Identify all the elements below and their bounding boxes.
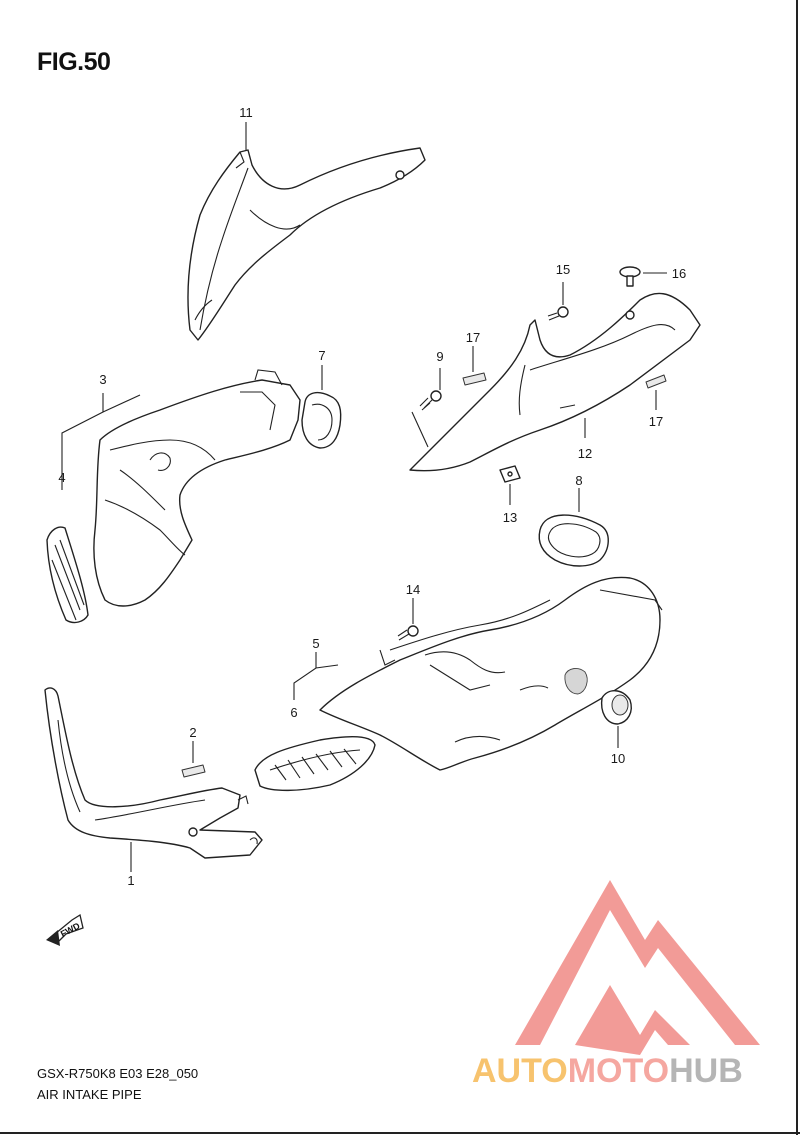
callout-10: 10 — [611, 751, 625, 766]
watermark-auto: AUTO — [472, 1052, 568, 1090]
part-15-screw[interactable] — [547, 306, 569, 321]
part-17-pad-upper[interactable] — [462, 372, 487, 386]
part-7-seal[interactable] — [301, 391, 342, 449]
part-13-nut-clip[interactable] — [499, 465, 521, 483]
watermark-text: AUTOMOTOHUB — [472, 1052, 743, 1091]
part-17-pad-lower[interactable] — [645, 374, 667, 389]
part-5-intake-duct[interactable] — [319, 576, 663, 771]
callout-17-lower: 17 — [649, 414, 663, 429]
callout-14: 14 — [406, 582, 420, 597]
part-3-intake-duct[interactable] — [93, 369, 301, 607]
fwd-arrow: FWD — [46, 913, 84, 946]
part-6-grille[interactable] — [254, 736, 376, 792]
leader-3-4 — [61, 393, 104, 490]
model-code: GSX-R750K8 E03 E28_050 — [37, 1066, 199, 1081]
part-4-duct-screen[interactable] — [46, 526, 89, 624]
part-10-grommet[interactable] — [600, 690, 632, 725]
part-1-bracket[interactable] — [44, 687, 263, 859]
part-8-seal-ring[interactable] — [538, 514, 609, 567]
part-16-clip[interactable] — [619, 266, 641, 287]
part-2-pad[interactable] — [181, 764, 206, 778]
callout-17-upper: 17 — [466, 330, 480, 345]
part-14-screw[interactable] — [397, 625, 419, 641]
part-12-side-cover[interactable] — [409, 292, 701, 472]
callout-4: 4 — [58, 470, 65, 485]
figure-title: FIG.50 — [37, 48, 111, 76]
watermark-logo — [515, 880, 760, 1055]
callout-2: 2 — [189, 725, 196, 740]
callout-15: 15 — [556, 262, 570, 277]
callout-9: 9 — [436, 349, 443, 364]
callout-1: 1 — [127, 873, 134, 888]
callout-7: 7 — [318, 348, 325, 363]
part-9-screw[interactable] — [419, 390, 442, 411]
callout-12: 12 — [578, 446, 592, 461]
callout-6: 6 — [290, 705, 297, 720]
callout-8: 8 — [575, 473, 582, 488]
callout-16: 16 — [672, 266, 686, 281]
callout-3: 3 — [99, 372, 106, 387]
watermark-moto: MOTO — [567, 1052, 670, 1090]
part-11-duct-cover[interactable] — [187, 147, 426, 341]
leader-3-branch — [102, 394, 141, 413]
watermark-hub: HUB — [669, 1052, 743, 1090]
callout-5: 5 — [312, 636, 319, 651]
leader-5-6-bracket — [293, 664, 339, 700]
callout-13: 13 — [503, 510, 517, 525]
section-caption: AIR INTAKE PIPE — [37, 1087, 142, 1102]
callout-11: 11 — [239, 105, 253, 120]
